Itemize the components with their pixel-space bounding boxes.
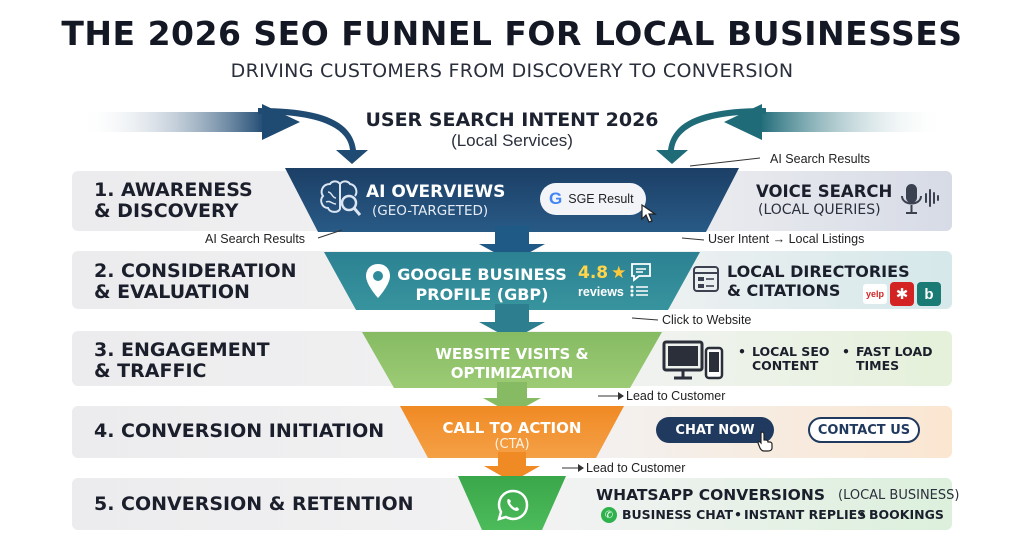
yelp-burst-icon: ✱ — [890, 282, 914, 306]
note-lead-customer-2: Lead to Customer — [586, 461, 686, 475]
desktop-mobile-icon — [662, 340, 724, 380]
stage-4-funnel-subtitle: (CTA) — [494, 437, 530, 452]
voice-mic-icon — [901, 184, 939, 214]
stage-5-right-subtitle: (LOCAL BUSINESS) — [838, 488, 960, 503]
stage-1-right-subtitle: (LOCAL QUERIES) — [758, 202, 881, 218]
stage-1-funnel-subtitle: (GEO-TARGETED) — [372, 203, 489, 219]
location-pin-icon — [366, 264, 390, 298]
note-ai-search-left: AI Search Results — [205, 232, 306, 246]
page-subtitle: DRIVING CUSTOMERS FROM DISCOVERY TO CONV… — [230, 60, 794, 82]
note-click-website: Click to Website — [662, 313, 752, 327]
rating-group: 4.8 ★ — [578, 263, 626, 283]
stage-3-bullet-1: • LOCAL SEO CONTENT — [738, 344, 830, 373]
stage-1-funnel-title: AI OVERVIEWS — [366, 182, 506, 202]
feature-bookings: BOOKINGS — [869, 507, 944, 522]
chat-now-button[interactable]: CHAT NOW — [656, 417, 774, 443]
feature-instant-replies: INSTANT REPLIES — [744, 507, 867, 522]
rating-value: 4.8 — [578, 263, 609, 283]
feature-dot-1: • — [734, 507, 742, 522]
page-title: THE 2026 SEO FUNNEL FOR LOCAL BUSINESSES — [61, 14, 963, 53]
stage-1-label: 1. AWARENESS & DISCOVERY — [94, 179, 253, 222]
star-icon: ★ — [611, 263, 627, 282]
whatsapp-small-icon: ✆ — [601, 507, 617, 523]
stage-2-label: 2. CONSIDERATION & EVALUATION — [94, 260, 297, 303]
brain-search-icon — [320, 180, 362, 216]
yelp-label: yelp — [865, 289, 884, 299]
cursor-arrow-icon — [641, 204, 657, 223]
sge-result-label: SGE Result — [568, 192, 634, 206]
stage-5-label: 5. CONVERSION & RETENTION — [94, 493, 414, 515]
stage-3-label: 3. ENGAGEMENT & TRAFFIC — [94, 339, 270, 382]
whatsapp-icon — [497, 489, 529, 521]
stage-5-right-title: WHATSAPP CONVERSIONS — [596, 486, 825, 504]
stage-3-bullet-2-text: FAST LOAD TIMES — [856, 344, 933, 373]
directory-list-icon — [693, 266, 719, 292]
right-intent-arrow — [656, 104, 945, 164]
stage-2-right-title: LOCAL DIRECTORIES & CITATIONS — [727, 262, 910, 300]
list-icon — [630, 285, 648, 297]
sge-result-badge: G SGE Result — [540, 183, 646, 215]
feature-business-chat: BUSINESS CHAT — [622, 507, 733, 522]
bing-logo-icon: b — [917, 282, 941, 306]
stage-4-funnel-title: CALL TO ACTION — [442, 419, 582, 437]
left-intent-arrow — [80, 104, 368, 164]
google-g-icon: G — [549, 189, 563, 208]
stage-3-bullet-2: • FAST LOAD TIMES — [842, 344, 933, 373]
note-ai-search-right: AI Search Results — [770, 152, 871, 166]
yelp-logo-icon: yelp — [863, 284, 887, 304]
stage-3-funnel-title: WEBSITE VISITS & OPTIMIZATION — [435, 345, 589, 382]
stage-3-bullet-1-text: LOCAL SEO CONTENT — [752, 344, 830, 373]
feature-dot-2: • — [858, 507, 866, 522]
contact-us-button[interactable]: CONTACT US — [808, 417, 920, 443]
stage-4-label: 4. CONVERSION INITIATION — [94, 420, 385, 442]
intent-subtitle: (Local Services) — [451, 131, 573, 150]
hand-pointer-icon — [757, 431, 773, 452]
note-user-intent: User Intent → Local Listings — [708, 232, 865, 246]
reviews-label: reviews — [578, 285, 624, 299]
stage-2-funnel-title: GOOGLE BUSINESS PROFILE (GBP) — [397, 265, 567, 304]
chat-bubble-icon — [631, 263, 651, 282]
intent-title: USER SEARCH INTENT 2026 — [365, 109, 659, 131]
note-lead-customer-1: Lead to Customer — [626, 389, 726, 403]
stage-1-right-title: VOICE SEARCH — [756, 182, 893, 201]
